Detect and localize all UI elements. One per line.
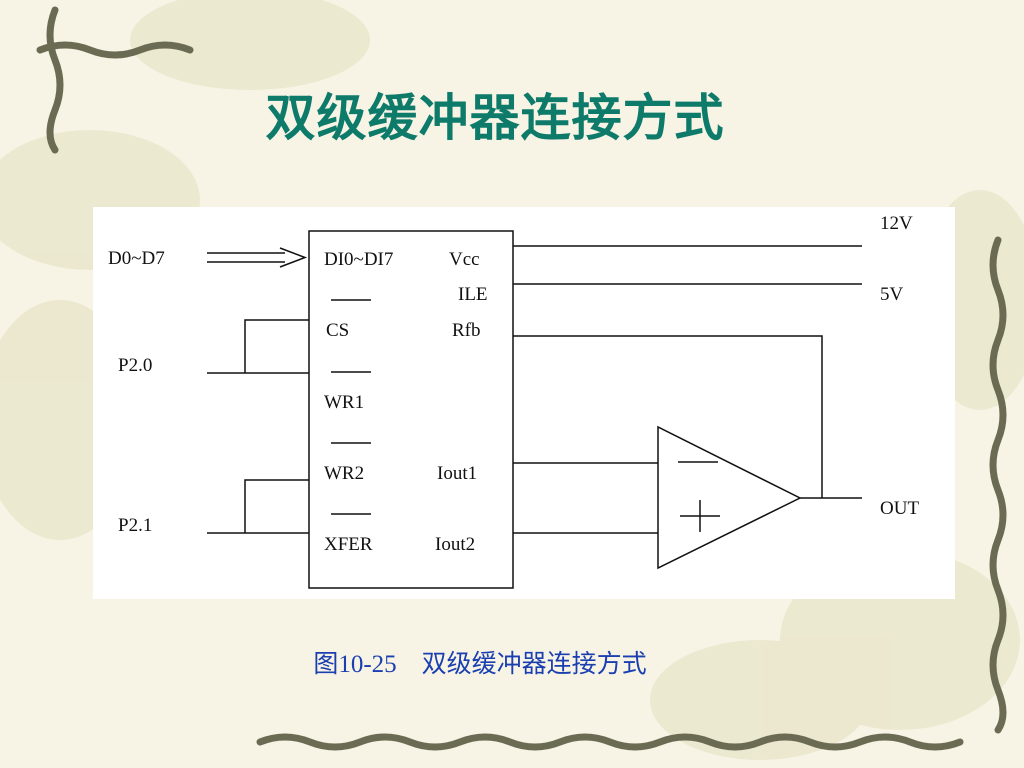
active-low-bars — [331, 299, 371, 515]
leaf-shape — [650, 640, 870, 760]
dac-chip-box — [308, 230, 514, 589]
label-5v: 5V — [880, 284, 904, 305]
pin-ile: ILE — [458, 284, 488, 305]
pin-xfer: XFER — [324, 534, 373, 555]
pin-di: DI0~DI7 — [324, 249, 393, 270]
opamp-plus-sign — [680, 500, 720, 532]
slide-title: 双级缓冲器连接方式 — [265, 88, 725, 147]
vine-top — [36, 41, 194, 59]
iout-wires — [513, 462, 658, 534]
label-d0-d7: D0~D7 — [108, 248, 165, 269]
pin-rfb: Rfb — [452, 320, 481, 341]
leaf-shape — [130, 0, 370, 90]
supply-wires — [513, 245, 862, 285]
label-12v: 12V — [880, 213, 913, 234]
vine-left — [46, 6, 64, 154]
p21-wire — [207, 479, 309, 534]
pin-wr1: WR1 — [324, 392, 364, 413]
p20-wire — [207, 319, 309, 374]
opamp-triangle — [657, 425, 802, 570]
label-p20: P2.0 — [118, 355, 152, 376]
figure-caption: 图10-25 双级缓冲器连接方式 — [313, 651, 647, 678]
pin-iout1: Iout1 — [437, 463, 477, 484]
pin-vcc: Vcc — [449, 249, 480, 270]
label-out: OUT — [880, 498, 919, 519]
data-bus-arrow — [207, 247, 308, 268]
pin-wr2: WR2 — [324, 463, 364, 484]
pin-iout2: Iout2 — [435, 534, 475, 555]
rfb-feedback-wire — [513, 335, 823, 498]
label-p21: P2.1 — [118, 515, 152, 536]
pin-cs: CS — [326, 320, 349, 341]
vine-right — [989, 236, 1007, 734]
vine-bottom — [256, 733, 964, 751]
